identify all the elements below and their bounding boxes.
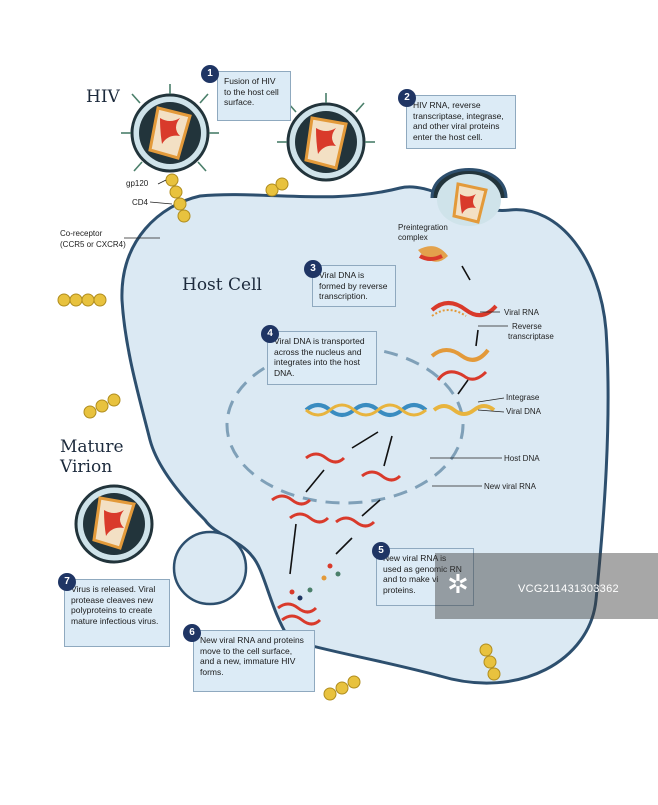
step-4-box: Viral DNA is transported across the nucl… [267, 331, 377, 385]
step-1-box: Fusion of HIV to the host cell surface. [217, 71, 291, 121]
leader-lines [124, 179, 508, 487]
process-arrows [289, 265, 479, 575]
step-6-box: New viral RNA and proteins move to the c… [193, 630, 315, 692]
cd4-receptors [57, 173, 501, 701]
step-2-badge: 2 [398, 89, 416, 107]
new-viral-rna-label: New viral RNA [484, 482, 537, 491]
step-3-text: Viral DNA is formed by reverse transcrip… [319, 270, 388, 301]
step-5-box: New viral RNA is used as genomic RN and … [376, 548, 474, 606]
integrase-label: Integrase [506, 393, 540, 402]
gp120-spikes-1 [121, 84, 219, 172]
step-5-text: New viral RNA is used as genomic RN and … [383, 553, 462, 595]
cd4-label: CD4 [132, 198, 149, 207]
gp120-label: gp120 [126, 179, 149, 188]
preintegration-complex [418, 246, 448, 262]
step-1-text: Fusion of HIV to the host cell surface. [224, 76, 279, 107]
mature-virion-title-line1: Mature [60, 437, 124, 457]
reverse-transcriptase-label-line2: transcriptase [508, 332, 554, 341]
hiv-virion-2 [286, 102, 366, 182]
step-6-badge: 6 [183, 624, 201, 642]
budding-vesicle [172, 530, 248, 606]
new-viral-rna-strands [271, 452, 402, 626]
host-dna-label: Host DNA [504, 454, 540, 463]
step-7-badge: 7 [58, 573, 76, 591]
step-5-badge: 5 [372, 542, 390, 560]
step-4-badge: 4 [261, 325, 279, 343]
coreceptor-label-line1: Co-receptor [60, 229, 103, 238]
host-dna-helix [304, 403, 428, 417]
step-3-box: Viral DNA is formed by reverse transcrip… [312, 265, 396, 307]
step-7-text: Virus is released. Viral protease cleave… [71, 584, 159, 626]
watermark-id: VCG211431303362 [518, 583, 619, 595]
hiv-virion-1 [130, 93, 210, 173]
preintegration-label-line2: complex [398, 233, 428, 242]
step-2-box: HIV RNA, reverse transcriptase, integras… [406, 95, 516, 149]
viral-rna-label: Viral RNA [504, 308, 540, 317]
step-7-box: Virus is released. Viral protease cleave… [64, 579, 170, 647]
hiv-entering-cell [430, 168, 508, 226]
coreceptor-label-line2: (CCR5 or CXCR4) [60, 240, 126, 249]
step-1-badge: 1 [201, 65, 219, 83]
host-cell-title: Host Cell [182, 275, 262, 295]
step-3-badge: 3 [304, 260, 322, 278]
watermark-logo-icon: ✲ [447, 570, 469, 600]
hiv-title: HIV [86, 87, 121, 107]
step-4-text: Viral DNA is transported across the nucl… [274, 336, 365, 378]
mature-virion-title-line2: Virion [59, 457, 112, 477]
reverse-transcription-stages [430, 301, 498, 416]
step-2-text: HIV RNA, reverse transcriptase, integras… [413, 100, 504, 142]
step-6-text: New viral RNA and proteins move to the c… [200, 635, 304, 677]
watermark-overlay [435, 553, 658, 619]
viral-proteins-dots [289, 563, 341, 601]
preintegration-label-line1: Preintegration [398, 223, 448, 232]
reverse-transcriptase-label-line1: Reverse [512, 322, 542, 331]
mature-virion [74, 484, 154, 564]
viral-dna-label: Viral DNA [506, 407, 542, 416]
